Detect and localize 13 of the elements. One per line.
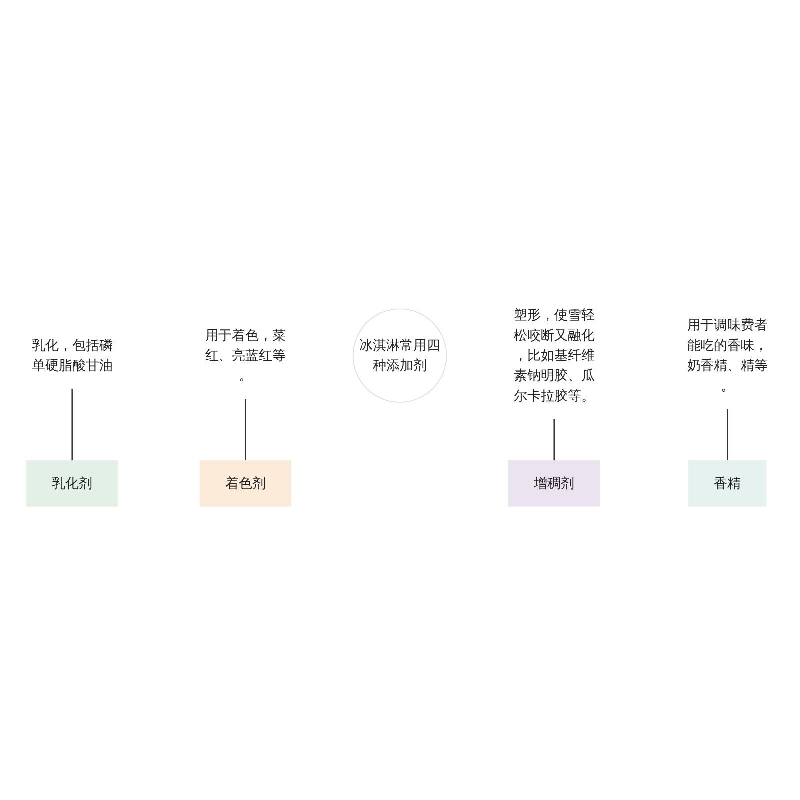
connector (727, 409, 728, 462)
connector (245, 399, 246, 462)
node-box: 乳化剂 (26, 461, 118, 508)
connector (72, 389, 73, 462)
node-text: 乳化，包括磷单硬脂酸甘油 (32, 338, 113, 374)
node-box: 着色剂 (200, 461, 292, 508)
node-text: 用于调味费者能吃的香味，奶香精、精等。 (687, 318, 768, 394)
node-box: 增稠剂 (508, 461, 600, 508)
node-text: 用于着色，菜红、亮蓝红等。 (205, 328, 286, 384)
node-box: 香精 (688, 461, 767, 508)
node-circle: 冰淇淋常用四种添加剂 (352, 309, 448, 404)
node-text: 塑形，使雪轻松咬断又融化，比如基纤维素钠明胶、瓜尔卡拉胶等。 (514, 307, 595, 404)
connector (554, 419, 555, 462)
